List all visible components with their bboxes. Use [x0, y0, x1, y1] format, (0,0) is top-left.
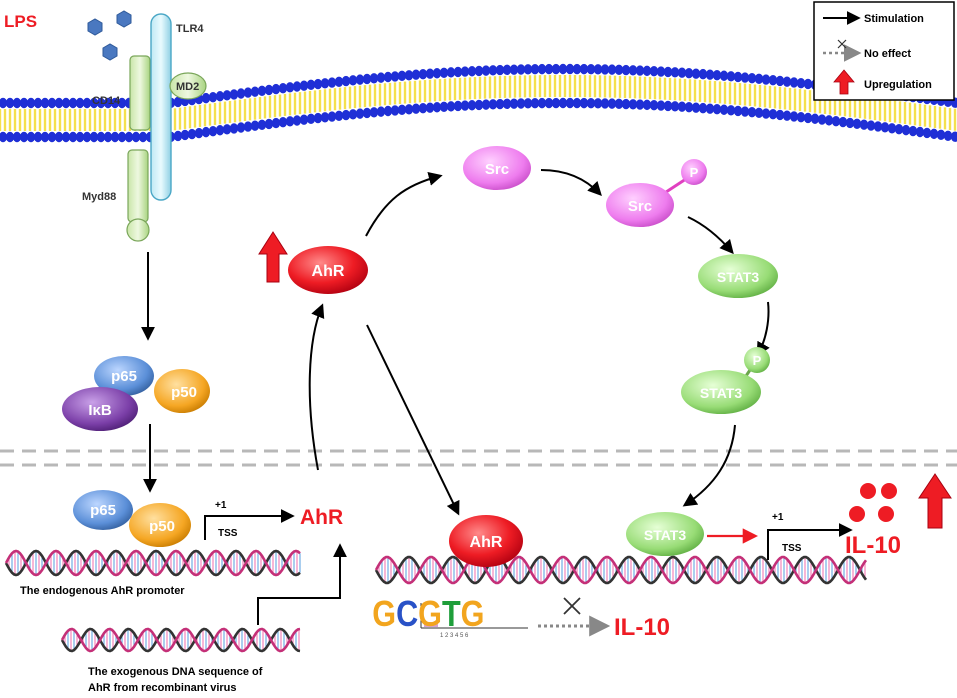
exogenous-caption-line1: The exogenous DNA sequence of	[88, 666, 263, 678]
il10-tss-label: TSS	[782, 543, 802, 554]
tlr4-receptor	[150, 13, 172, 201]
src-phosphorylation-arrow	[540, 169, 602, 197]
ahr-protein-cytoplasm-label: AhR	[312, 263, 345, 280]
stat3-nucleus-label: STAT3	[644, 527, 686, 543]
phospho-src-protein	[606, 183, 674, 227]
il10-cytokine-dots	[849, 483, 897, 522]
ahr-upregulation-icon	[258, 231, 288, 283]
endogenous-promoter-caption: The endogenous AhR promoter	[20, 585, 185, 597]
il10-tss-arrow	[767, 523, 853, 560]
ahr-to-nucleus-arrow	[366, 324, 460, 516]
exogenous-sequence-arrow	[257, 543, 347, 625]
cd14-receptor	[129, 55, 151, 131]
dna-endogenous-promoter	[4, 549, 301, 577]
p65-nucleus	[73, 490, 133, 530]
svg-text:1 2 3 4 5 6: 1 2 3 4 5 6	[440, 633, 469, 639]
src-phosphate-group	[681, 159, 707, 185]
legend-no-effect-label: No effect	[864, 48, 911, 60]
ikb-protein	[62, 387, 138, 431]
endogenous-tss-label: TSS	[218, 528, 238, 539]
ahr-gene-label: AhR	[300, 506, 343, 529]
dna-il10-promoter	[374, 555, 868, 585]
ikb-label: IκB	[88, 402, 112, 419]
endogenous-tss-arrow	[204, 509, 295, 540]
dna-exogenous-sequence	[60, 627, 301, 653]
p50-cytoplasm-label: p50	[171, 384, 197, 401]
endogenous-plus1-label: +1	[215, 500, 227, 511]
src-phosphate-label: P	[690, 165, 699, 180]
exogenous-caption-line2: AhR from recombinant virus	[88, 682, 237, 694]
stat3-translocation-arrow	[682, 424, 736, 507]
phospho-src-label: Src	[628, 198, 652, 215]
phospho-stat3-protein	[681, 370, 761, 414]
stat3-protein	[698, 254, 778, 298]
p65-nucleus-label: p65	[90, 502, 116, 519]
il10-plus1-label: +1	[772, 512, 784, 523]
legend-upregulation-icon	[833, 69, 855, 95]
legend-cross-b	[837, 39, 847, 49]
cd14-label: CD14	[92, 95, 121, 107]
lps-label: LPS	[4, 12, 37, 31]
stat3-phosphorylation-arrow	[756, 301, 770, 357]
cell-membrane	[0, 63, 957, 143]
ahr-gene-to-protein-arrow	[308, 303, 325, 471]
phospho-stat3-label: STAT3	[700, 385, 742, 401]
ahr-to-src-arrow	[365, 172, 443, 237]
stat3-phosphate-group	[744, 347, 770, 373]
il10-no-effect-label: IL-10	[614, 614, 670, 641]
myd88-adaptor	[127, 149, 149, 223]
p50-nucleus	[129, 503, 191, 547]
p65-cytoplasm	[94, 356, 154, 396]
ahr-protein-cytoplasm	[288, 246, 368, 294]
myd88-domain	[126, 218, 150, 242]
il10-upregulation-icon	[918, 473, 952, 529]
p65-cytoplasm-label: p65	[111, 368, 137, 385]
sequence-logo: GCGTG 1 2 3 4 5 6	[372, 595, 528, 639]
ahr-protein-nucleus	[449, 515, 523, 567]
legend-stimulation-label: Stimulation	[864, 13, 924, 25]
src-protein	[463, 146, 531, 190]
legend-upregulation-label: Upregulation	[864, 79, 932, 91]
src-to-stat3-arrow	[687, 216, 734, 255]
stat3-label: STAT3	[717, 269, 759, 285]
myd88-label: Myd88	[82, 191, 116, 203]
p50-cytoplasm	[154, 369, 210, 413]
il10-label: IL-10	[845, 532, 901, 559]
lps-molecules	[87, 10, 132, 61]
src-label: Src	[485, 161, 509, 178]
legend: Stimulation No effect Upregulation	[813, 1, 955, 101]
stat3-nucleus	[626, 512, 704, 556]
md2-label: MD2	[176, 81, 199, 93]
no-effect-cross-b	[563, 597, 581, 615]
stat3-phosphate-label: P	[753, 353, 762, 368]
motif-logo-text: GCGTG	[372, 595, 484, 635]
p50-nucleus-label: p50	[149, 518, 175, 535]
tlr4-label: TLR4	[176, 23, 204, 35]
ahr-protein-nucleus-label: AhR	[470, 534, 503, 551]
md2-protein	[169, 72, 207, 100]
